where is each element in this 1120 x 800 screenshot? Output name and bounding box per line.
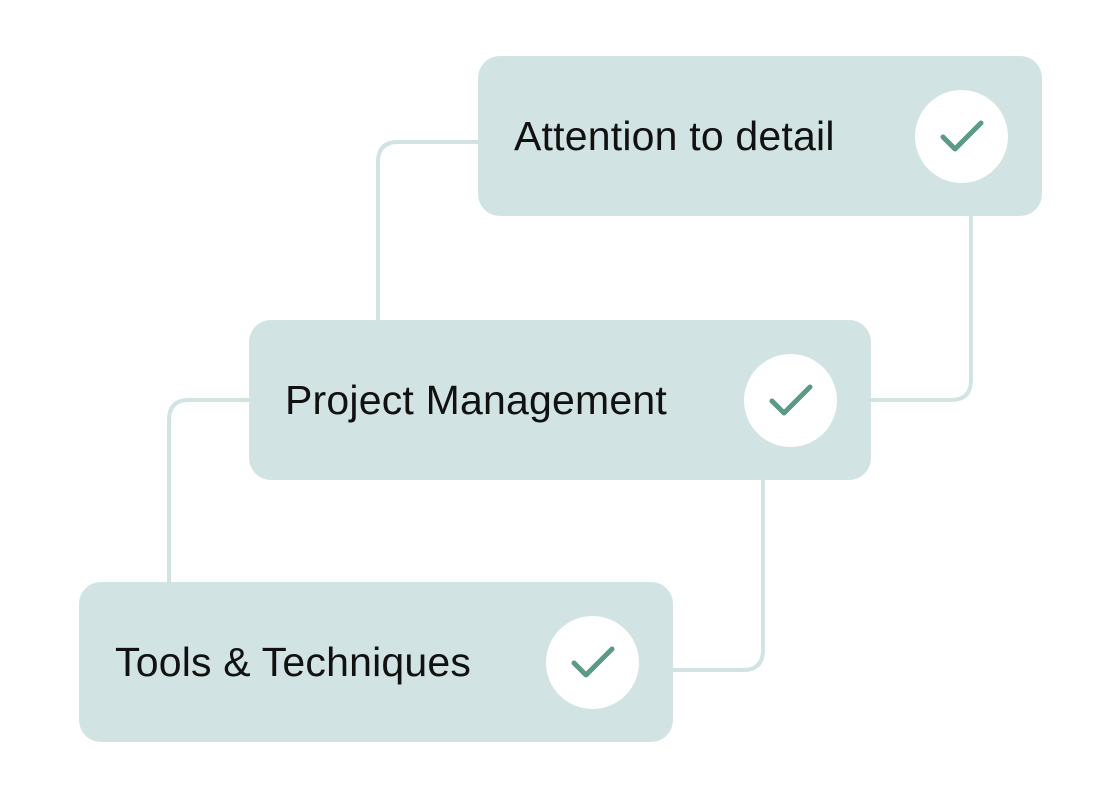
checkmark-icon bbox=[571, 646, 614, 678]
connector-top-left bbox=[376, 140, 478, 320]
connector-top-right bbox=[871, 216, 973, 402]
skill-card-tools-and-techniques: Tools & Techniques bbox=[79, 582, 673, 742]
connector-mid-left bbox=[167, 398, 249, 582]
skill-card-attention-to-detail: Attention to detail bbox=[478, 56, 1042, 216]
check-badge bbox=[546, 615, 639, 709]
check-badge bbox=[915, 89, 1008, 183]
skill-label: Project Management bbox=[285, 376, 667, 423]
skill-card-project-management: Project Management bbox=[249, 320, 871, 480]
skill-label: Tools & Techniques bbox=[115, 638, 472, 685]
checkmark-icon bbox=[769, 384, 812, 416]
connector-mid-right bbox=[673, 480, 765, 672]
check-badge bbox=[744, 353, 837, 447]
skill-label: Attention to detail bbox=[514, 112, 835, 159]
checkmark-icon bbox=[940, 120, 983, 152]
